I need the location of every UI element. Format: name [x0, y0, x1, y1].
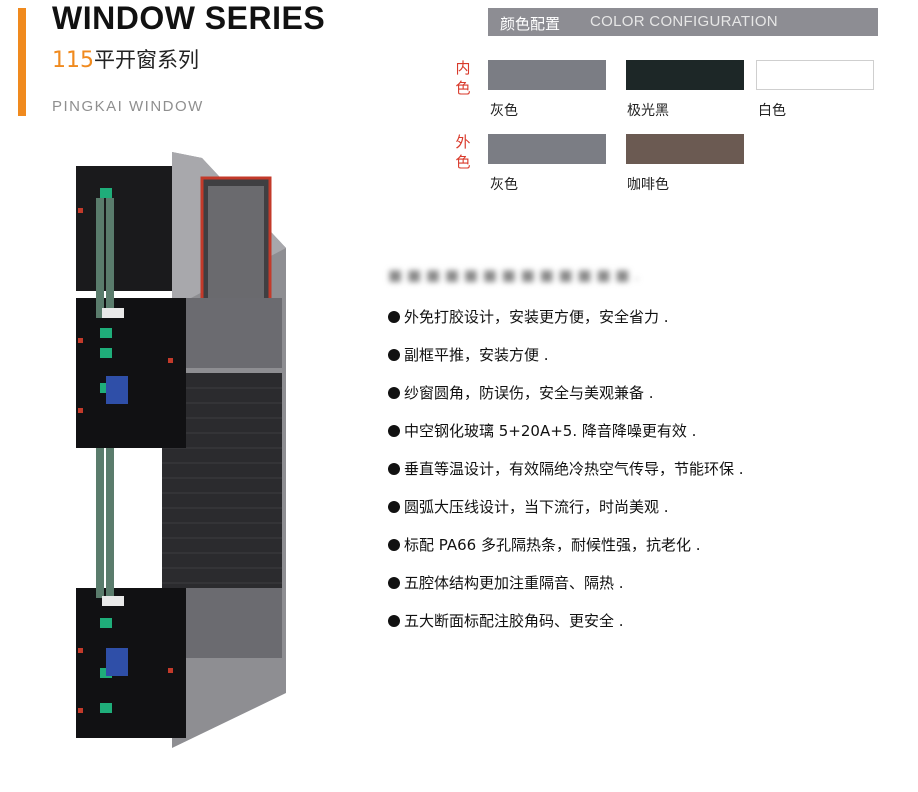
swatch-name-outer-coffee: 咖啡色 — [627, 177, 669, 193]
swatch-inner-white — [756, 60, 874, 90]
swatch-name-outer-gray: 灰色 — [490, 177, 518, 193]
feature-item: 外免打胶设计，安装更方便，安全省力 . — [388, 306, 669, 327]
feature-text: 圆弧大压线设计，当下流行，时尚美观 . — [404, 498, 669, 516]
outer-color-label: 外色 — [455, 133, 471, 171]
swatch-name-inner-gray: 灰色 — [490, 103, 518, 119]
swatch-name-inner-aurora-black: 极光黑 — [627, 103, 669, 119]
feature-item: 垂直等温设计，有效隔绝冷热空气传导，节能环保 . — [388, 458, 744, 479]
series-subtitle: 115平开窗系列 — [52, 44, 199, 74]
page-title: WINDOW SERIES — [52, 0, 326, 36]
feature-text: 五腔体结构更加注重隔音、隔热 . — [404, 574, 624, 592]
feature-text: 外免打胶设计，安装更方便，安全省力 . — [404, 308, 669, 326]
feature-item: 五大断面标配注胶角码、更安全 . — [388, 610, 624, 631]
color-config-title-cn: 颜色配置 — [500, 15, 561, 33]
bullet-icon — [388, 463, 400, 475]
swatch-outer-coffee — [626, 134, 744, 164]
feature-text: 中空钢化玻璃 5+20A+5. 降音降噪更有效 . — [404, 422, 697, 440]
bullet-icon — [388, 577, 400, 589]
feature-text: 副框平推，安装方便 . — [404, 346, 549, 364]
series-number: 115 — [52, 48, 94, 73]
feature-text: 五大断面标配注胶角码、更安全 . — [404, 612, 624, 630]
feature-item: 标配 PA66 多孔隔热条，耐候性强，抗老化 . — [388, 534, 701, 555]
feature-text: 垂直等温设计，有效隔绝冷热空气传导，节能环保 . — [404, 460, 744, 478]
bullet-icon — [388, 425, 400, 437]
bullet-icon — [388, 501, 400, 513]
color-config-title-en: COLOR CONFIGURATION — [590, 13, 778, 30]
feature-item: 纱窗圆角，防误伤，安全与美观兼备 . — [388, 382, 654, 403]
series-subtitle-en: PINGKAI WINDOW — [52, 98, 204, 115]
feature-item: 圆弧大压线设计，当下流行，时尚美观 . — [388, 496, 669, 517]
series-name: 平开窗系列 — [94, 48, 199, 72]
feature-item: 副框平推，安装方便 . — [388, 344, 549, 365]
accent-bar — [18, 8, 26, 116]
bullet-icon — [388, 311, 400, 323]
swatch-inner-aurora-black — [626, 60, 744, 90]
feature-item: 中空钢化玻璃 5+20A+5. 降音降噪更有效 . — [388, 420, 696, 441]
bullet-icon — [388, 615, 400, 627]
feature-item: 五腔体结构更加注重隔音、隔热 . — [388, 572, 624, 593]
inner-color-label: 内色 — [455, 59, 471, 97]
feature-text: 纱窗圆角，防误伤，安全与美观兼备 . — [404, 384, 654, 402]
feature-text: 标配 PA66 多孔隔热条，耐候性强，抗老化 . — [404, 536, 701, 554]
window-profile-illustration — [72, 148, 292, 748]
bullet-icon — [388, 387, 400, 399]
swatch-name-inner-white: 白色 — [758, 103, 786, 119]
swatch-outer-gray — [488, 134, 606, 164]
color-config-header: 颜色配置 COLOR CONFIGURATION — [488, 8, 878, 36]
blurred-feature-line: ■ ■ ■ ■ ■ ■ ■ ■ ■ ■ ■ ■ ■ . — [388, 266, 639, 284]
bullet-icon — [388, 539, 400, 551]
swatch-inner-gray — [488, 60, 606, 90]
bullet-icon — [388, 349, 400, 361]
